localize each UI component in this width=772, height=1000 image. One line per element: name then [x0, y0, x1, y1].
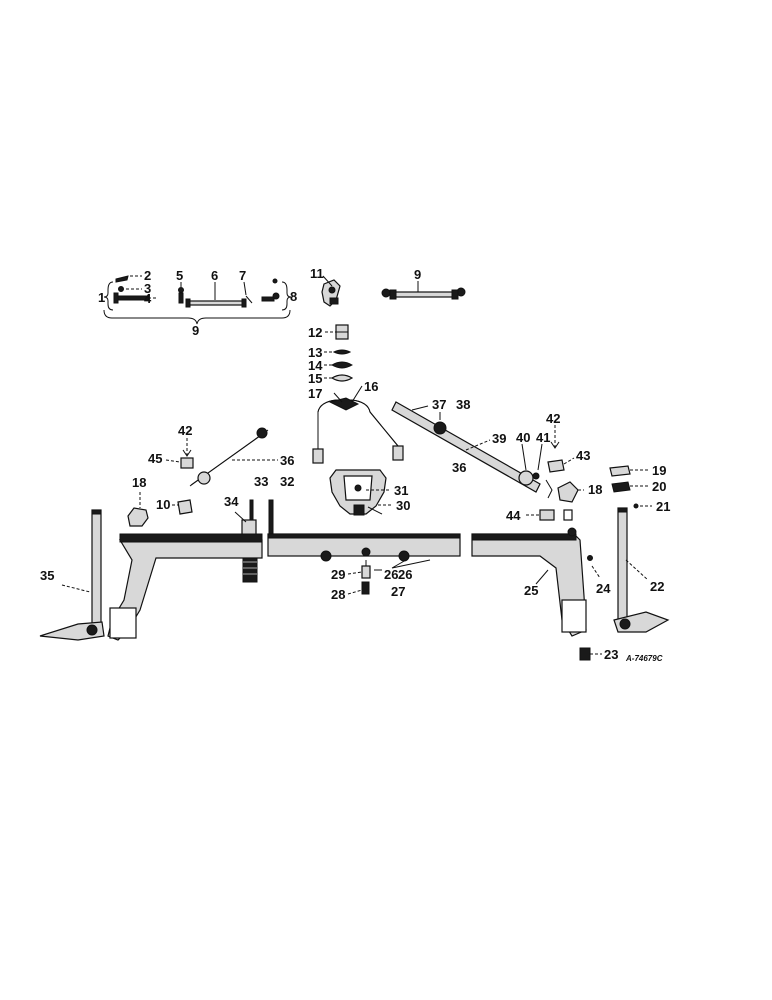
callout-26-a: 26 [384, 567, 398, 582]
callout-18-left: 18 [132, 475, 146, 490]
callout-41: 41 [536, 430, 550, 445]
callout-10: 10 [156, 497, 170, 512]
callout-4: 4 [144, 291, 152, 306]
callout-5: 5 [176, 268, 183, 283]
callout-2: 2 [144, 268, 151, 283]
callout-37: 37 [432, 397, 446, 412]
callout-13: 13 [308, 345, 322, 360]
callout-1: 1 [98, 290, 105, 305]
callout-6: 6 [211, 268, 218, 283]
callout-12: 12 [308, 325, 322, 340]
callout-42-right: 42 [546, 411, 560, 426]
center-bracket [329, 469, 392, 516]
right-axle-extension [471, 507, 670, 637]
right-small-parts [526, 425, 652, 661]
callout-28: 28 [331, 587, 345, 602]
callout-40: 40 [516, 430, 530, 445]
callout-11: 11 [310, 266, 324, 281]
left-diagonal-rod [165, 427, 278, 487]
callout-25: 25 [524, 583, 538, 598]
center-axle-beam [267, 533, 461, 595]
callout-36-left: 36 [280, 453, 294, 468]
callout-15: 15 [308, 371, 322, 386]
callout-42-left: 42 [178, 423, 192, 438]
left-axle-extension [39, 509, 263, 641]
callout-9-left: 9 [192, 323, 199, 338]
callout-43: 43 [576, 448, 590, 463]
callout-34: 34 [224, 494, 239, 509]
callout-31: 31 [394, 483, 408, 498]
callout-18-right: 18 [588, 482, 602, 497]
callout-36-right: 36 [452, 460, 466, 475]
tie-rod-exploded-group [103, 275, 292, 325]
callout-23: 23 [604, 647, 618, 662]
center-stack-parts [312, 324, 404, 464]
callout-35: 35 [40, 568, 54, 583]
left-small-parts [127, 492, 193, 527]
right-diagonal-rod [391, 401, 553, 499]
callout-14: 14 [308, 358, 323, 373]
callout-17: 17 [308, 386, 322, 401]
callout-8: 8 [290, 289, 297, 304]
callout-26-b: 26 [398, 567, 412, 582]
callout-labels: 1 2 3 4 5 6 7 8 9 9 10 11 12 13 14 15 16… [40, 266, 670, 663]
callout-21: 21 [656, 499, 670, 514]
callout-44: 44 [506, 508, 521, 523]
callout-3: 3 [144, 281, 151, 296]
callout-20: 20 [652, 479, 666, 494]
callout-7: 7 [239, 268, 246, 283]
callout-24: 24 [596, 581, 611, 596]
callout-32: 32 [280, 474, 294, 489]
callout-27: 27 [391, 584, 405, 599]
callout-45: 45 [148, 451, 162, 466]
callout-30: 30 [396, 498, 410, 513]
callout-39: 39 [492, 431, 506, 446]
callout-29: 29 [331, 567, 345, 582]
callout-33: 33 [254, 474, 268, 489]
callout-16: 16 [364, 379, 378, 394]
callout-22: 22 [650, 579, 664, 594]
callout-38: 38 [456, 397, 470, 412]
spindle-arm-and-tie-rod [321, 275, 466, 307]
callout-9-right: 9 [414, 267, 421, 282]
callout-19: 19 [652, 463, 666, 478]
drawing-number: A-74679C [625, 654, 663, 663]
